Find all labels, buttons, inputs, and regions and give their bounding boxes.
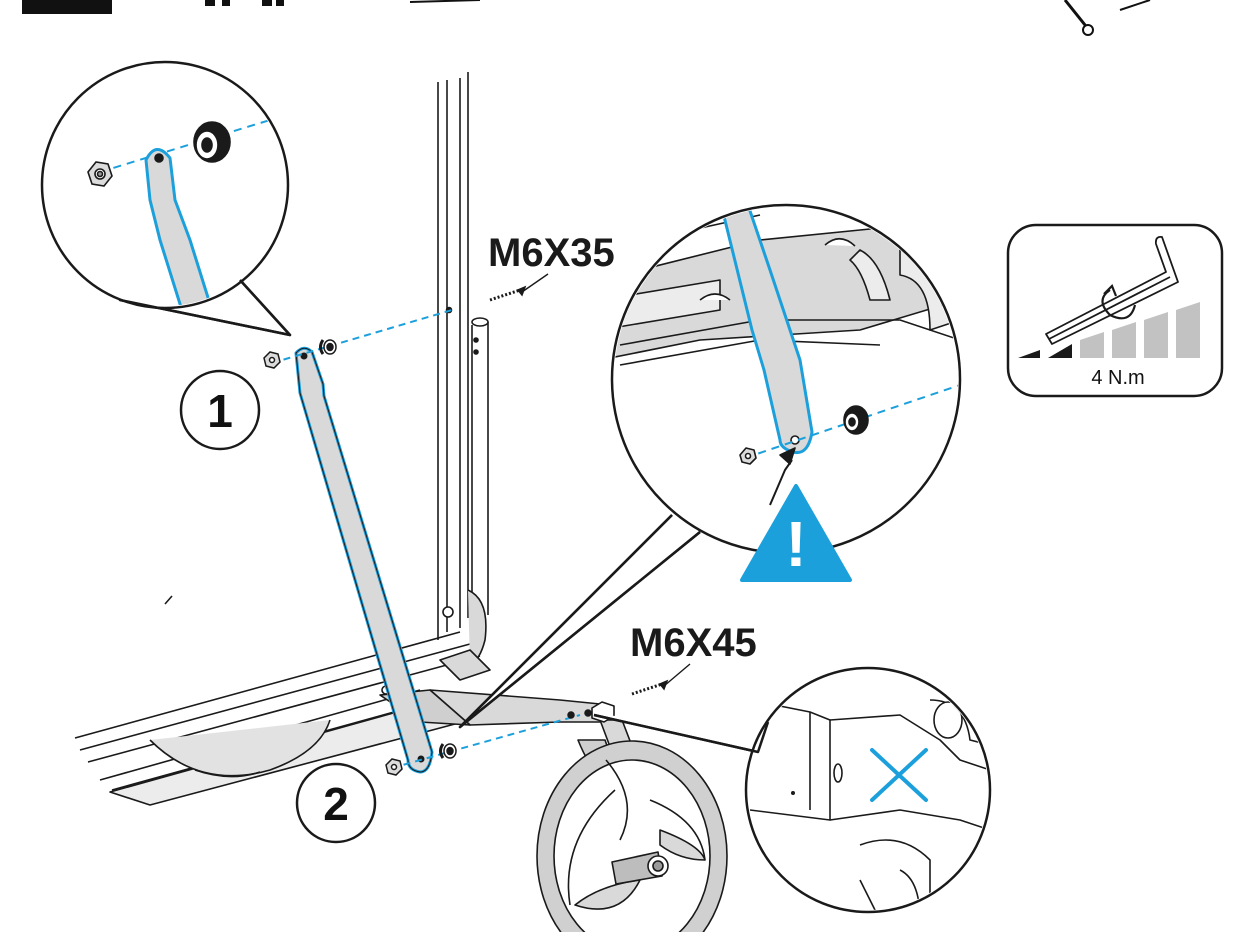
bolt-label-m6x45: M6X45	[630, 621, 757, 665]
warning-exclamation: !	[785, 508, 806, 580]
lower-fastener-set	[385, 679, 669, 776]
step-marker-2: 2	[295, 762, 377, 844]
support-strut	[294, 346, 434, 774]
step-marker-1: 1	[179, 369, 261, 451]
x-mark-icon	[870, 748, 928, 802]
upper-fastener-set	[263, 285, 527, 369]
bolt-label-m6x35: M6X35	[488, 231, 615, 275]
trailer-frame	[74, 72, 613, 806]
top-edge-fragments	[22, 0, 1151, 36]
detail-callout-upper	[40, 60, 292, 337]
rotate-arrow-icon	[1101, 284, 1137, 320]
detail-callout-lower	[593, 666, 992, 914]
torque-panel: 4 N.m	[1006, 223, 1224, 398]
step-number-1: 1	[207, 385, 233, 437]
bolt-label-leaders	[521, 273, 691, 687]
hex-key-icon	[1045, 235, 1179, 345]
warning-triangle-icon: !	[740, 484, 852, 582]
front-wheel	[536, 701, 728, 932]
fastener-axis-lines	[271, 309, 581, 769]
torque-value: 4 N.m	[1091, 367, 1144, 389]
torque-scale-bars	[1018, 302, 1200, 358]
step-number-2: 2	[323, 778, 349, 830]
